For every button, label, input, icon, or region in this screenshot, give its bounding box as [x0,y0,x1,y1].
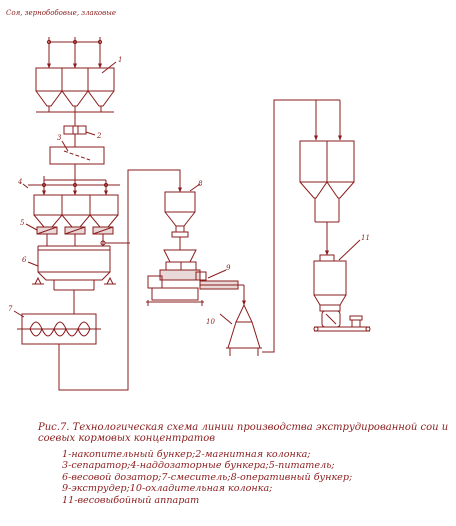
label-6: 6 [22,256,27,264]
label-2: 2 [96,132,102,140]
figure-caption-title: Рис.7. Технологическая схема линии произ… [38,422,449,444]
legend-line: 6-весовой дозатор;7-смеситель;8-оператив… [62,471,353,483]
equipment-numbers: 1 2 3 4 5 6 7 8 9 10 11 [8,56,370,326]
label-9: 9 [226,264,231,272]
cooling-column [219,303,262,356]
label-10: 10 [206,318,215,326]
operative-bunker [164,183,201,250]
input-materials-header: Соя, зернобобовые, злаковые [6,9,116,17]
transport-line-to-bunker [58,169,182,391]
legend-line: 11-весовыбойный аппарат [62,494,200,506]
weighing-packing-machine [313,239,371,332]
packing-bunkers [299,140,355,256]
label-8: 8 [198,180,203,188]
legend-line: 1-накопительный бункер;2-магнитная колон… [62,449,311,460]
feeders [25,223,130,246]
weighing-dispenser [27,245,116,305]
storage-bunker [35,61,117,126]
distribution-lines [22,176,120,196]
legend-line: 3-сепаратор;4-наддозаторные бункера;5-пи… [62,460,335,472]
label-7: 7 [8,305,13,313]
label-11: 11 [361,234,370,242]
label-1: 1 [118,56,122,64]
dosing-bunkers [33,194,119,228]
label-4: 4 [17,178,22,186]
extruder [146,249,244,306]
inlet-lines [46,37,103,69]
label-5: 5 [20,219,25,227]
mixer [13,305,101,352]
transport-line-to-packing [262,99,342,353]
separator [49,140,105,180]
legend-line: 9-экструдер;10-охладительная колонка; [62,483,273,495]
label-3: 3 [57,134,62,142]
magnetic-column [63,125,96,147]
figure-legend: 1-накопительный бункер;2-магнитная колон… [62,449,452,506]
